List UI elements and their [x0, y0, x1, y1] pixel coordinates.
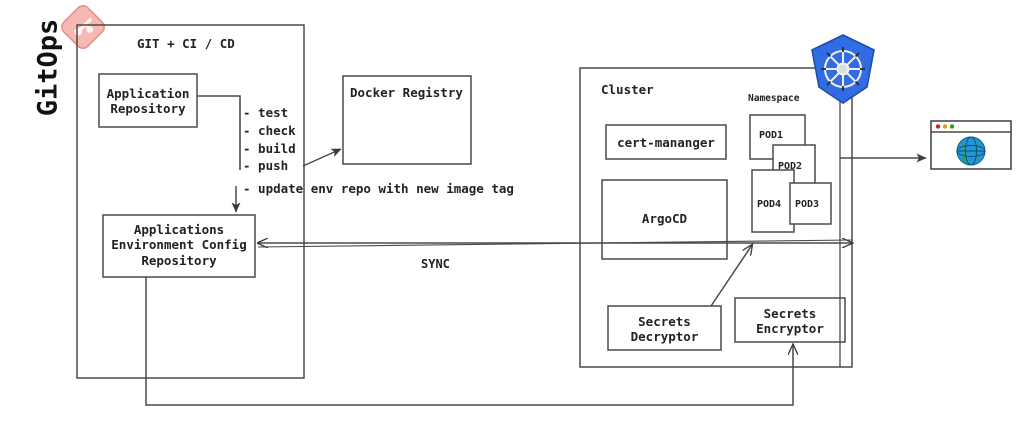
- application-repository-label: Application Repository: [106, 86, 190, 117]
- secrets-decryptor-box: [607, 305, 722, 351]
- pod4-box: [751, 169, 795, 233]
- cert-manager-label: cert-mananger: [617, 135, 715, 150]
- pipeline-steps-label: - test - check - build - push: [243, 105, 296, 174]
- minimize-dot-icon: [942, 124, 948, 129]
- applications-environment-config-repository-box: [102, 214, 256, 278]
- sync-arrow-shadow: [257, 239, 853, 248]
- secrets-encryptor-label: Secrets Encryptor: [756, 306, 824, 337]
- secrets-decryptor-label: Secrets Decryptor: [630, 314, 699, 345]
- secrets-encryptor-box: [734, 297, 846, 343]
- cert-manager-box: [605, 124, 727, 160]
- decryptor-to-pods-arrow: [710, 245, 752, 307]
- git-cicd-frame: [76, 24, 305, 379]
- kubernetes-logo-icon: [806, 33, 880, 105]
- config-repo-to-encryptor-arrow: [145, 277, 793, 406]
- pod1-label: POD1: [759, 130, 784, 141]
- sync-label: SYNC: [421, 257, 450, 271]
- docker-registry-box: [342, 75, 472, 165]
- application-repository-box: [98, 73, 198, 128]
- namespace-label: Namespace: [748, 93, 800, 104]
- pod3-box: [789, 182, 832, 225]
- maximize-dot-icon: [949, 124, 955, 129]
- docker-registry-label: Docker Registry: [350, 85, 463, 100]
- close-dot-icon: [935, 124, 941, 129]
- argocd-label: ArgoCD: [641, 211, 688, 226]
- update-env-step-label: - update env repo with new image tag: [243, 181, 514, 196]
- cluster-frame-label: Cluster: [601, 82, 654, 97]
- pod4-label: POD4: [757, 199, 782, 210]
- git-cicd-frame-label: GIT + CI / CD: [137, 36, 235, 51]
- globe-icon: [956, 136, 986, 166]
- browser-window-icon: [930, 120, 1012, 170]
- pod2-label: POD2: [778, 161, 803, 172]
- pod3-label: POD3: [795, 199, 820, 210]
- config-repository-label: Applications Environment Config Reposito…: [111, 222, 247, 268]
- cluster-frame: [579, 67, 853, 368]
